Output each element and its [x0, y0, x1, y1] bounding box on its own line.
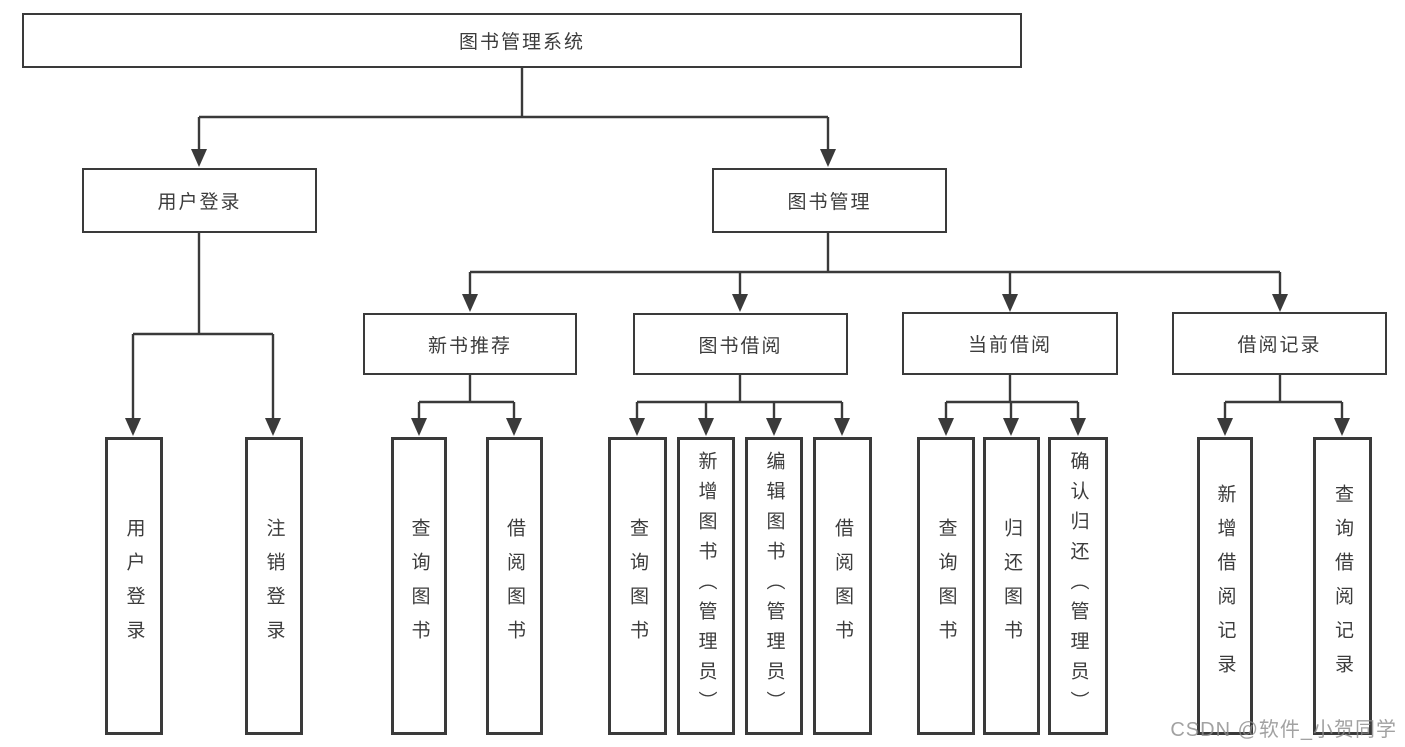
node-user-login: 用户登录	[82, 168, 317, 233]
node-leaf-borrow-books: 借阅图书	[813, 437, 872, 735]
node-leaf-query-borrow-record: 查询借阅记录	[1313, 437, 1372, 735]
node-leaf-logout: 注销登录	[245, 437, 303, 735]
node-borrow-records: 借阅记录	[1172, 312, 1387, 375]
node-book-borrow: 图书借阅	[633, 313, 848, 375]
node-leaf-add-borrow-record: 新增借阅记录	[1197, 437, 1253, 735]
node-leaf-add-books-admin: 新增图书（管理员）	[677, 437, 735, 735]
node-current-borrow: 当前借阅	[902, 312, 1118, 375]
node-root-library-system: 图书管理系统	[22, 13, 1022, 68]
node-leaf-return-books: 归还图书	[983, 437, 1040, 735]
node-leaf-user-login: 用户登录	[105, 437, 163, 735]
node-book-management: 图书管理	[712, 168, 947, 233]
node-leaf-confirm-return-admin: 确认归还（管理员）	[1048, 437, 1108, 735]
node-leaf-borrow-query-books: 查询图书	[608, 437, 667, 735]
node-new-book-recommend: 新书推荐	[363, 313, 577, 375]
node-leaf-recommend-borrow-books: 借阅图书	[486, 437, 543, 735]
node-leaf-recommend-query-books: 查询图书	[391, 437, 447, 735]
node-leaf-current-query-books: 查询图书	[917, 437, 975, 735]
arrowheads	[125, 149, 1350, 436]
node-leaf-edit-books-admin: 编辑图书（管理员）	[745, 437, 803, 735]
